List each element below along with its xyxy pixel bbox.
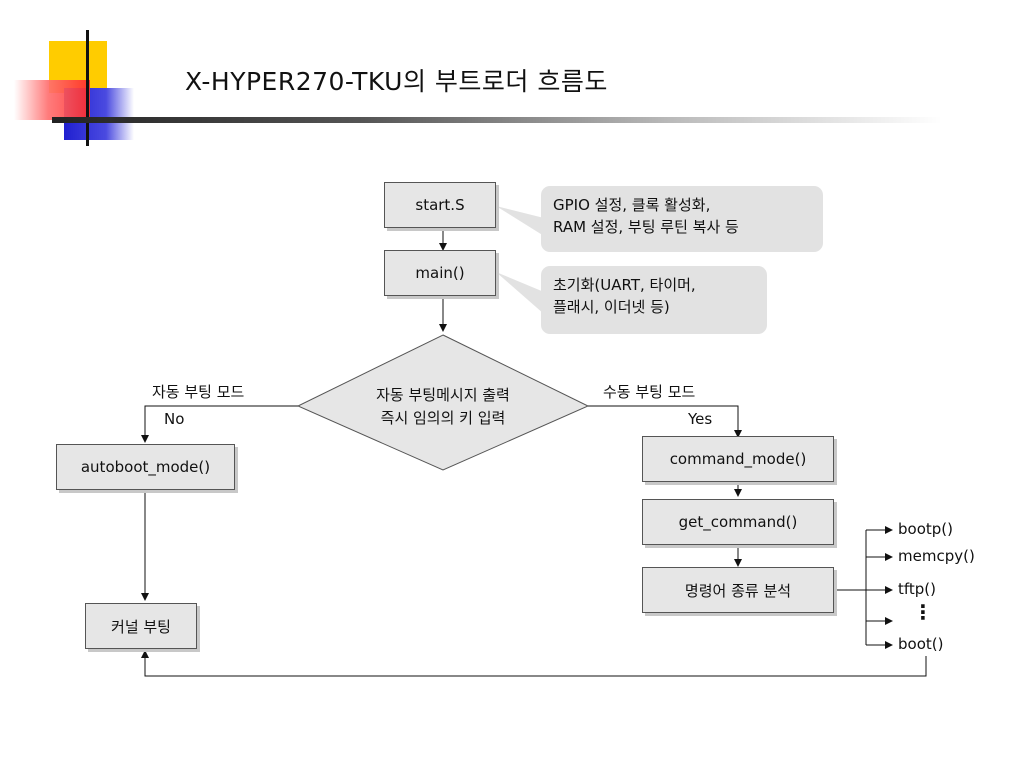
command-ellipsis: ⋮ bbox=[913, 600, 933, 624]
decision-text: 자동 부팅메시지 출력 즉시 임의의 키 입력 bbox=[376, 386, 510, 427]
right-branch-mode-label: 수동 부팅 모드 bbox=[603, 383, 696, 401]
start-note: GPIO 설정, 클록 활성화, RAM 설정, 부팅 루틴 복사 등 bbox=[541, 186, 823, 252]
main-note-pointer bbox=[496, 272, 544, 314]
command-memcpy: memcpy() bbox=[898, 547, 975, 565]
command-boot: boot() bbox=[898, 635, 944, 653]
decision-diamond bbox=[296, 334, 590, 471]
left-branch-mode-label: 자동 부팅 모드 bbox=[152, 383, 245, 401]
arrow-decision-right bbox=[588, 405, 742, 438]
start-box: start.S bbox=[384, 182, 496, 228]
right-branch-answer-label: Yes bbox=[688, 410, 713, 428]
classify-box: 명령어 종류 분석 bbox=[642, 567, 834, 613]
page-title: X-HYPER270-TKU의 부트로더 흐름도 bbox=[185, 67, 608, 96]
main-box: main() bbox=[384, 250, 496, 296]
command-mode-box: command_mode() bbox=[642, 436, 834, 482]
arrow-decision-left bbox=[141, 405, 298, 443]
arrow-boot-to-kernel bbox=[141, 650, 927, 677]
get-command-box: get_command() bbox=[642, 499, 834, 545]
kernel-box: 커널 부팅 bbox=[85, 603, 197, 649]
command-bootp: bootp() bbox=[898, 520, 953, 538]
title-underline bbox=[52, 117, 942, 123]
deco-red-square bbox=[14, 80, 90, 120]
main-note: 초기화(UART, 타이머, 플래시, 이더넷 등) bbox=[541, 266, 767, 334]
autoboot-box: autoboot_mode() bbox=[56, 444, 235, 490]
deco-vertical-line bbox=[86, 30, 89, 146]
command-tftp: tftp() bbox=[898, 580, 937, 598]
start-note-pointer bbox=[496, 206, 544, 236]
left-branch-answer-label: No bbox=[164, 410, 185, 428]
